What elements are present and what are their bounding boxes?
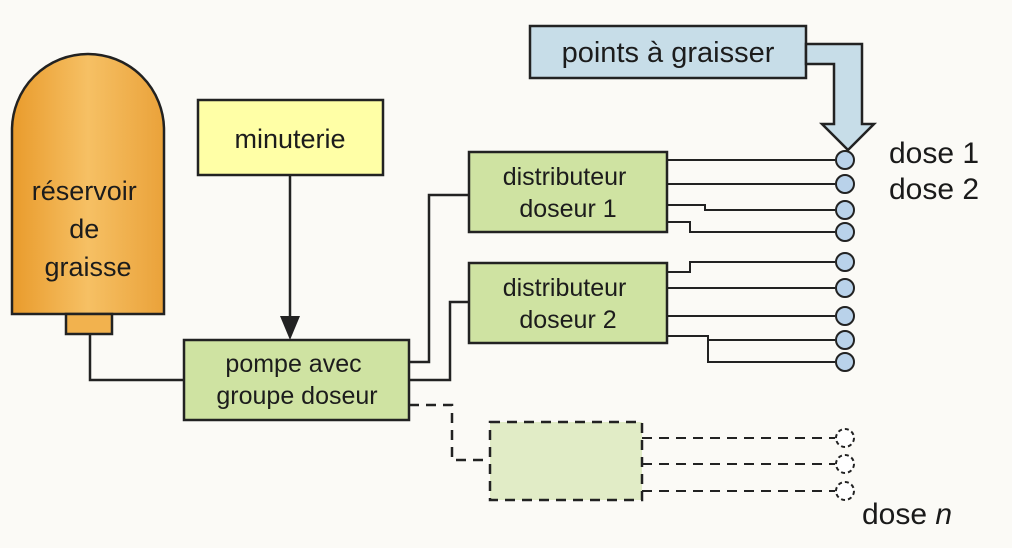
- distributeur-1-box: [467, 150, 669, 234]
- distributeur-n-box: [488, 420, 644, 502]
- dose-2-label: dose 2: [889, 173, 980, 206]
- grease-points-dashed: [835, 428, 855, 501]
- minuterie-label: minuterie: [234, 124, 345, 154]
- dose-1-label: dose 1: [889, 137, 980, 170]
- pipe-to-distributeur-2: [409, 300, 469, 382]
- reservoir-tank: [10, 52, 166, 316]
- pipe-to-distributeur-n: [409, 403, 490, 462]
- pompe-label: pompe avec groupe doseur: [216, 350, 377, 410]
- pipe-to-distributeur-1: [409, 193, 469, 364]
- grease-point: [835, 174, 855, 194]
- dose-n-variable: n: [935, 498, 953, 531]
- reservoir-outlet: [64, 312, 114, 336]
- points-a-graisser-label: points à graisser: [562, 37, 775, 69]
- reservoir-label: réservoir de graisse: [32, 176, 145, 282]
- distributeur-1-outputs: [667, 159, 835, 233]
- grease-point: [835, 306, 855, 326]
- points-arrow: [804, 42, 878, 152]
- dose-n-prefix: dose: [862, 498, 928, 531]
- distributeur-1-label: distributeur doseur 1: [503, 163, 634, 223]
- grease-point: [835, 278, 855, 298]
- grease-point: [835, 222, 855, 242]
- pompe-box: [182, 338, 411, 422]
- grease-point-dashed: [835, 481, 855, 501]
- grease-points: [835, 150, 855, 372]
- minuterie-box: [196, 98, 385, 177]
- grease-point: [835, 252, 855, 272]
- grease-point-dashed: [835, 428, 855, 448]
- grease-point-dashed: [835, 454, 855, 474]
- grease-point: [835, 352, 855, 372]
- dose-n-label: dose n: [862, 497, 952, 533]
- grease-point: [835, 200, 855, 220]
- reservoir-pipe: [88, 334, 184, 382]
- distributeur-n-outputs: [642, 437, 835, 492]
- distributeur-2-label: distributeur doseur 2: [503, 274, 634, 334]
- timer-arrow-head: [280, 316, 300, 340]
- points-a-graisser-box: [528, 24, 808, 80]
- grease-point: [835, 150, 855, 170]
- distributeur-2-box: [467, 261, 669, 345]
- grease-point: [835, 330, 855, 350]
- distributeur-2-outputs: [667, 261, 835, 363]
